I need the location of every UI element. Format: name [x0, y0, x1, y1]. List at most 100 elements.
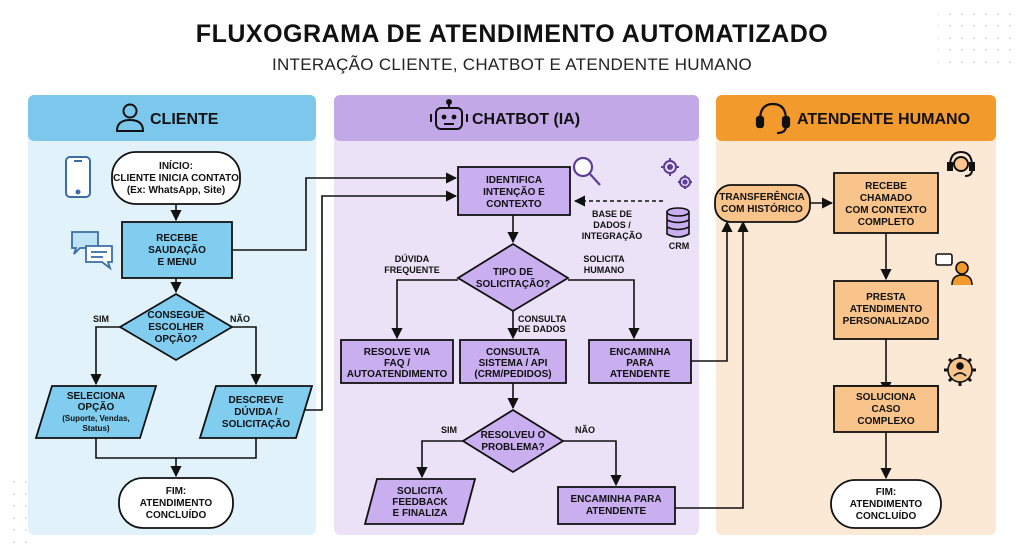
svg-text:E MENU: E MENU: [158, 257, 197, 268]
edge-decisao-nao: [232, 326, 262, 386]
lane-cliente-title: CLIENTE: [150, 111, 219, 128]
svg-text:ENCAMINHA PARA: ENCAMINHA PARA: [570, 494, 661, 505]
svg-text:SOLICITAÇÃO?: SOLICITAÇÃO?: [476, 277, 550, 290]
svg-text:CONCLUÍDO: CONCLUÍDO: [146, 508, 207, 521]
gear-person-icon: [944, 354, 976, 386]
node-recebe-chamado: RECEBE CHAMADO COM CONTEXTO COMPLETO: [833, 172, 939, 234]
node-fim-cliente: FIM: ATENDIMENTO CONCLUÍDO: [118, 477, 234, 529]
svg-text:(Ex: WhatsApp, Site): (Ex: WhatsApp, Site): [127, 185, 225, 196]
svg-text:RESOLVE VIA: RESOLVE VIA: [364, 347, 431, 358]
edge-encaminha2-transferencia: [675, 220, 749, 509]
lane-chatbot-header: [334, 95, 699, 141]
svg-text:COM HISTÓRICO: COM HISTÓRICO: [721, 202, 803, 215]
agent-chat-icon: [935, 253, 973, 286]
svg-text:CONCLUÍDO: CONCLUÍDO: [856, 509, 917, 522]
svg-text:ATENDIMENTO: ATENDIMENTO: [850, 499, 923, 510]
svg-text:(Suporte, Vendas,: (Suporte, Vendas,: [62, 414, 130, 423]
lane-chatbot-bg: [334, 95, 699, 535]
lane-atendente-title: ATENDENTE HUMANO: [797, 111, 970, 128]
svg-text:COMPLEXO: COMPLEXO: [857, 416, 914, 427]
svg-text:AUTOATENDIMENTO: AUTOATENDIMENTO: [347, 369, 448, 380]
node-encaminha-atendente-2: ENCAMINHA PARA ATENDENTE: [557, 486, 676, 525]
edge-resolveu-nao: [563, 440, 622, 487]
svg-text:DÚVIDA /: DÚVIDA /: [234, 405, 278, 418]
gears-icon: [661, 158, 692, 189]
svg-text:E FINALIZA: E FINALIZA: [393, 508, 448, 519]
node-seleciona-opcao: SELECIONA OPÇÃO (Suporte, Vendas, Status…: [34, 385, 158, 439]
smartphone-icon: [65, 156, 91, 198]
svg-text:DESCREVE: DESCREVE: [228, 395, 283, 406]
svg-text:TIPO DE: TIPO DE: [493, 267, 533, 278]
svg-text:ESCOLHER: ESCOLHER: [148, 322, 204, 333]
svg-text:CLIENTE INICIA CONTATO: CLIENTE INICIA CONTATO: [113, 173, 239, 184]
svg-text:FEEDBACK: FEEDBACK: [392, 497, 448, 508]
svg-text:PERSONALIZADO: PERSONALIZADO: [843, 316, 930, 327]
database-icon: [666, 207, 690, 238]
page-subtitle: INTERAÇÃO CLIENTE, CHATBOT E ATENDENTE H…: [272, 55, 752, 74]
svg-text:OPÇÃO: OPÇÃO: [78, 400, 115, 413]
edge-tipo-faq: [391, 279, 458, 340]
svg-text:INÍCIO:: INÍCIO:: [159, 159, 193, 172]
svg-text:(CRM/PEDIDOS): (CRM/PEDIDOS): [474, 369, 551, 380]
svg-text:SOLICITAÇÃO: SOLICITAÇÃO: [222, 417, 290, 430]
svg-text:PRESTA: PRESTA: [866, 292, 906, 303]
svg-text:SISTEMA / API: SISTEMA / API: [479, 358, 548, 369]
user-icon: [115, 103, 145, 132]
svg-text:ENCAMINHA: ENCAMINHA: [609, 347, 670, 358]
magnifier-icon: [572, 156, 601, 186]
node-transferencia: TRANSFERÊNCIA COM HISTÓRICO: [714, 184, 811, 223]
lane-cliente-header: [28, 95, 316, 141]
edge-decisao-sim: [90, 326, 120, 386]
headset-agent-icon: [947, 150, 975, 177]
node-fim-atendente: FIM: ATENDIMENTO CONCLUÍDO: [830, 479, 942, 529]
chat-bubbles-icon: [71, 231, 113, 271]
svg-text:SOLUCIONA: SOLUCIONA: [856, 392, 916, 403]
node-inicio: INÍCIO: CLIENTE INICIA CONTATO (Ex: What…: [111, 151, 241, 205]
lane-chatbot: CHATBOT (IA): [334, 95, 699, 535]
label-crm: CRM: [669, 241, 690, 251]
svg-text:CONSEGUE: CONSEGUE: [147, 310, 205, 321]
node-soluciona-caso: SOLUCIONA CASO COMPLEXO: [833, 385, 939, 433]
node-identifica-intencao: IDENTIFICA INTENÇÃO E CONTEXTO: [457, 166, 571, 216]
label-solicita-humano-1: SOLICITA: [583, 254, 625, 264]
label-sim-chatbot: SIM: [441, 425, 457, 435]
connectors: [90, 172, 892, 509]
node-solicita-feedback: SOLICITA FEEDBACK E FINALIZA: [363, 478, 477, 525]
svg-text:PARA: PARA: [626, 358, 654, 369]
label-consulta-dados-1: CONSULTA: [518, 314, 567, 324]
svg-text:IDENTIFICA: IDENTIFICA: [486, 175, 542, 186]
label-consulta-dados-2: DE DADOS: [518, 324, 566, 334]
svg-text:CHAMADO: CHAMADO: [860, 193, 912, 204]
node-descreve-duvida: DESCREVE DÚVIDA / SOLICITAÇÃO: [198, 385, 314, 439]
page-title: FLUXOGRAMA DE ATENDIMENTO AUTOMATIZADO: [196, 20, 828, 48]
edge-encaminha-transferencia: [691, 220, 733, 362]
edge-resolveu-sim: [416, 440, 463, 479]
robot-icon: [430, 99, 468, 130]
lane-chatbot-title: CHATBOT (IA): [472, 111, 580, 128]
node-presta-atendimento: PRESTA ATENDIMENTO PERSONALIZADO: [833, 280, 939, 340]
node-recebe-saudacao: RECEBE SAUDAÇÃO E MENU: [121, 221, 233, 279]
headset-icon: [755, 102, 791, 135]
node-encaminha-atendente: ENCAMINHA PARA ATENDENTE: [588, 339, 692, 384]
svg-text:COMPLETO: COMPLETO: [858, 217, 915, 228]
svg-text:ATENDIMENTO: ATENDIMENTO: [140, 498, 213, 509]
label-nao-cliente: NÃO: [230, 314, 250, 324]
svg-text:FIM:: FIM:: [166, 486, 187, 497]
svg-text:CASO: CASO: [872, 404, 901, 415]
edge-descreve-identifica: [296, 190, 458, 411]
svg-text:CONSULTA: CONSULTA: [486, 347, 540, 358]
edge-tipo-encaminha: [568, 279, 640, 340]
svg-text:CONTEXTO: CONTEXTO: [486, 199, 542, 210]
node-resolveu-problema: RESOLVEU O PROBLEMA?: [461, 408, 565, 474]
svg-text:TRANSFERÊNCIA: TRANSFERÊNCIA: [719, 190, 805, 203]
svg-text:PROBLEMA?: PROBLEMA?: [481, 442, 544, 453]
label-sim-cliente: SIM: [93, 314, 109, 324]
node-consegue-escolher: CONSEGUE ESCOLHER OPÇÃO?: [118, 292, 234, 362]
svg-text:ATENDIMENTO: ATENDIMENTO: [850, 304, 923, 315]
dot-pattern-top-right: [938, 8, 1018, 68]
svg-text:RECEBE: RECEBE: [156, 233, 198, 244]
svg-text:SELECIONA: SELECIONA: [67, 391, 125, 402]
edge-saudacao-identifica: [232, 172, 458, 251]
svg-text:SOLICITA: SOLICITA: [397, 486, 443, 497]
